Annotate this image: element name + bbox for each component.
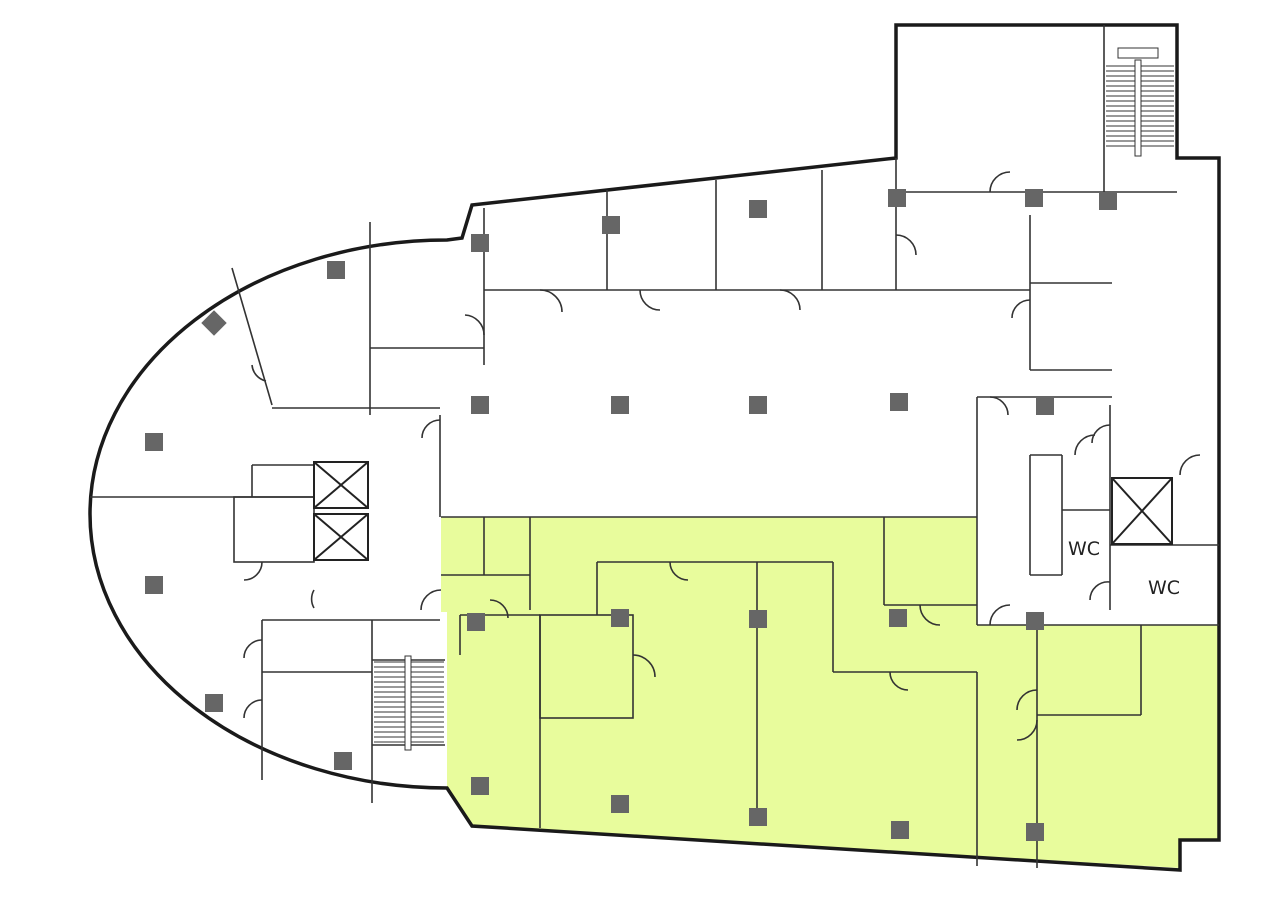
column-icon — [471, 234, 489, 252]
column-icon — [889, 609, 907, 627]
column-icon — [749, 200, 767, 218]
column-icon — [1036, 397, 1054, 415]
column-icon — [890, 393, 908, 411]
column-icon — [327, 261, 345, 279]
column-icon — [201, 310, 227, 336]
elevator-icon — [313, 461, 369, 509]
column-icon — [611, 396, 629, 414]
column-icon — [145, 576, 163, 594]
column-icon — [1099, 192, 1117, 210]
column-icon — [471, 396, 489, 414]
column-icon — [467, 613, 485, 631]
column-icon — [145, 433, 163, 451]
column-icon — [1026, 823, 1044, 841]
column-icon — [891, 821, 909, 839]
column-icon — [205, 694, 223, 712]
column-icon — [602, 216, 620, 234]
column-icon — [611, 795, 629, 813]
stairs-icon — [1106, 47, 1174, 157]
column-icon — [611, 609, 629, 627]
column-icon — [471, 777, 489, 795]
column-icon — [749, 396, 767, 414]
column-icon — [334, 752, 352, 770]
elevator-icon — [313, 513, 369, 561]
column-icon — [1026, 612, 1044, 630]
room-label-wc: WC — [1148, 577, 1180, 599]
column-icon — [888, 189, 906, 207]
column-icon — [749, 808, 767, 826]
stairs-icon — [374, 655, 444, 751]
column-icon — [1025, 189, 1043, 207]
room-label-wc: WC — [1068, 538, 1100, 560]
elevator-icon — [1111, 477, 1173, 545]
column-icon — [749, 610, 767, 628]
exterior-wall — [88, 23, 1221, 872]
highlighted-area — [441, 517, 1219, 868]
columns — [145, 189, 1117, 841]
